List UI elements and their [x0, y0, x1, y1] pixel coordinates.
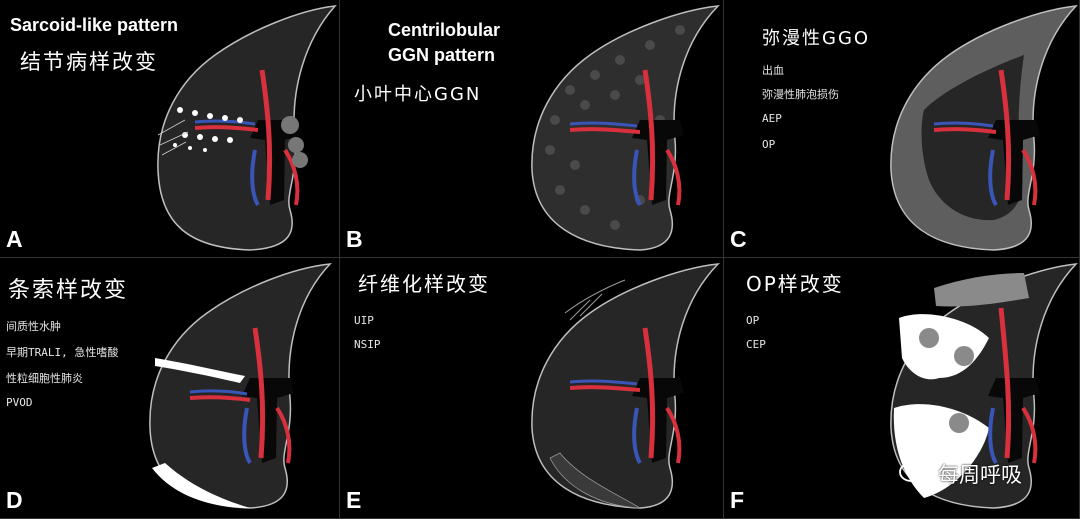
- panel-a-lung-diagram: [157, 5, 337, 251]
- vein-vessel: [569, 121, 638, 128]
- artery-vessel: [252, 327, 266, 459]
- panel-b-subtitle: 小叶中心GGN: [354, 84, 482, 105]
- artery-vessel: [665, 148, 682, 206]
- vein-vessel: [632, 407, 642, 465]
- vein-vessel: [632, 149, 642, 207]
- panel-e: 纤维化样改变 UIP NSIP E: [340, 258, 724, 519]
- panel-e-label: E: [346, 487, 362, 513]
- panel-d-label: D: [6, 487, 23, 513]
- artery-vessel: [642, 69, 656, 201]
- panel-f-item: OP: [746, 314, 760, 327]
- vein-vessel: [933, 121, 994, 128]
- artery-vessel: [933, 127, 997, 134]
- panel-f-title: OP样改变: [746, 272, 844, 296]
- watermark-text: 每周呼吸: [938, 463, 1022, 487]
- panel-d-lung-diagram: [149, 263, 332, 509]
- spared-lung-region: [921, 55, 1024, 221]
- panel-e-title: 纤维化样改变: [358, 272, 490, 296]
- vein-vessel: [194, 119, 256, 126]
- artery-vessel: [259, 69, 273, 201]
- panel-f: OP样改变 OP CEP F: [724, 258, 1080, 519]
- hilum-shape: [988, 378, 1040, 463]
- panel-b: Centrilobular GGN pattern 小叶中心GGN B: [340, 0, 724, 258]
- panel-b-label: B: [346, 226, 363, 252]
- vein-vessel: [988, 407, 998, 465]
- panel-f-item: CEP: [746, 338, 766, 351]
- lung-outline: [531, 5, 720, 251]
- panel-d-item: PVOD: [6, 396, 33, 409]
- panel-c: 弥漫性GGO 出血 弥漫性肺泡损伤 AEP OP C: [724, 0, 1080, 258]
- honeycombing: [549, 452, 641, 509]
- artery-vessel: [1021, 148, 1038, 206]
- panel-c-title: 弥漫性GGO: [762, 28, 871, 49]
- lung-outline: [531, 263, 720, 509]
- artery-vessel: [275, 406, 292, 464]
- panel-b-title-line1: Centrilobular: [388, 20, 501, 40]
- artery-vessel: [569, 127, 641, 134]
- panel-e-item: NSIP: [354, 338, 381, 351]
- upper-consolidation: [934, 273, 1029, 307]
- artery-vessel: [194, 125, 259, 132]
- panel-e-item: UIP: [354, 314, 374, 327]
- consolidation-nodule: [919, 328, 939, 348]
- panel-e-lung-diagram: [531, 263, 720, 509]
- panel-d-item: 性粒细胞性肺炎: [6, 372, 83, 385]
- artery-vessel: [998, 69, 1012, 201]
- vein-vessel: [189, 389, 248, 396]
- panel-a-subtitle: 结节病样改变: [20, 50, 158, 74]
- panel-c-item: 弥漫性肺泡损伤: [762, 88, 839, 101]
- consolidation-nodule: [949, 413, 969, 433]
- artery-vessel: [283, 148, 300, 206]
- consolidation-nodule: [954, 346, 974, 366]
- artery-vessel: [642, 327, 656, 459]
- hilum-shape: [632, 378, 684, 463]
- vein-vessel: [250, 149, 260, 207]
- hilum-shape: [242, 378, 294, 463]
- vein-vessel: [569, 379, 638, 386]
- panel-f-label: F: [730, 487, 745, 513]
- panel-a-title: Sarcoid-like pattern: [10, 15, 179, 35]
- panel-a-label: A: [6, 226, 23, 252]
- panel-f-lung-diagram: [890, 263, 1078, 509]
- panel-a: Sarcoid-like pattern 结节病样改变 A: [0, 0, 340, 258]
- pleural-effusion: [152, 463, 250, 508]
- panel-c-item: AEP: [762, 112, 782, 125]
- panel-c-item: OP: [762, 138, 776, 151]
- artery-vessel: [569, 385, 641, 392]
- panel-c-lung-diagram: [890, 5, 1078, 251]
- panel-d: 条索样改变 间质性水肿 早期TRALI, 急性嗜酸 性粒细胞性肺炎 PVOD D: [0, 258, 340, 519]
- artery-vessel: [1021, 406, 1038, 464]
- lung-outline: [149, 263, 332, 509]
- panel-c-label: C: [730, 226, 747, 252]
- panel-d-item: 间质性水肿: [6, 320, 61, 333]
- panel-b-title-line2: GGN pattern: [388, 45, 496, 65]
- panel-c-item: 出血: [762, 64, 784, 77]
- subpleural-lines: [157, 119, 189, 156]
- hilum-shape: [632, 120, 684, 205]
- panel-d-item: 早期TRALI, 急性嗜酸: [6, 346, 119, 359]
- hilum-shape: [250, 120, 302, 205]
- artery-vessel: [998, 307, 1012, 459]
- wechat-icon: [899, 462, 930, 486]
- reticular-fibrosis: [564, 279, 626, 321]
- panel-b-lung-diagram: [531, 5, 720, 251]
- lymphatic-nodules: [173, 107, 243, 152]
- artery-vessel: [189, 395, 251, 402]
- panel-d-title: 条索样改变: [8, 278, 129, 303]
- septal-line: [155, 358, 245, 383]
- artery-vessel: [665, 406, 682, 464]
- vein-vessel: [242, 407, 252, 465]
- hilum-shape: [988, 120, 1040, 205]
- vein-vessel: [988, 149, 998, 207]
- watermark: 每周呼吸: [898, 453, 1068, 495]
- hilar-lymph-nodes: [281, 116, 308, 168]
